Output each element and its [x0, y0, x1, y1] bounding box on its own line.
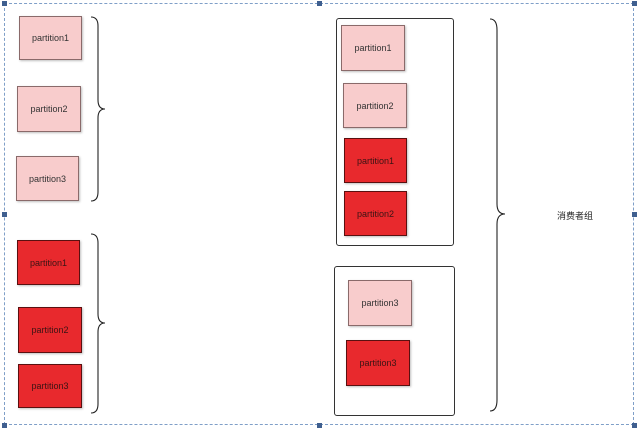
consumer-2-partition-3[interactable]: partition3	[348, 280, 412, 326]
resize-handle-middle-left[interactable]	[2, 212, 7, 217]
resize-handle-bottom-left[interactable]	[2, 423, 7, 428]
left-bottom-partition-3[interactable]: partition3	[18, 364, 82, 408]
consumer-1-partition-1[interactable]: partition1	[341, 25, 405, 71]
consumer-1-partition-1-dark[interactable]: partition1	[344, 138, 407, 183]
consumer-1-partition-2-dark[interactable]: partition2	[344, 191, 407, 236]
resize-handle-top-center[interactable]	[317, 1, 322, 6]
left-bottom-partition-1[interactable]: partition1	[17, 240, 80, 285]
consumer-1-frame[interactable]	[336, 18, 454, 246]
consumer-2-partition-3-dark[interactable]: partition3	[346, 340, 410, 386]
consumer-group-brace	[489, 18, 506, 412]
resize-handle-bottom-center[interactable]	[317, 423, 322, 428]
resize-handle-bottom-right[interactable]	[632, 423, 637, 428]
resize-handle-top-left[interactable]	[2, 1, 7, 6]
left-top-brace	[90, 16, 106, 202]
left-bottom-brace	[90, 233, 106, 414]
consumer-1-partition-2[interactable]: partition2	[343, 83, 407, 128]
consumer-group-label: 消费者组	[557, 212, 594, 222]
left-top-partition-1[interactable]: partition1	[19, 16, 82, 60]
resize-handle-middle-right[interactable]	[632, 212, 637, 217]
resize-handle-top-right[interactable]	[632, 1, 637, 6]
left-bottom-partition-2[interactable]: partition2	[18, 307, 82, 353]
left-top-partition-3[interactable]: partition3	[16, 156, 79, 201]
left-top-partition-2[interactable]: partition2	[17, 86, 81, 132]
consumer-2-frame[interactable]	[334, 266, 455, 416]
